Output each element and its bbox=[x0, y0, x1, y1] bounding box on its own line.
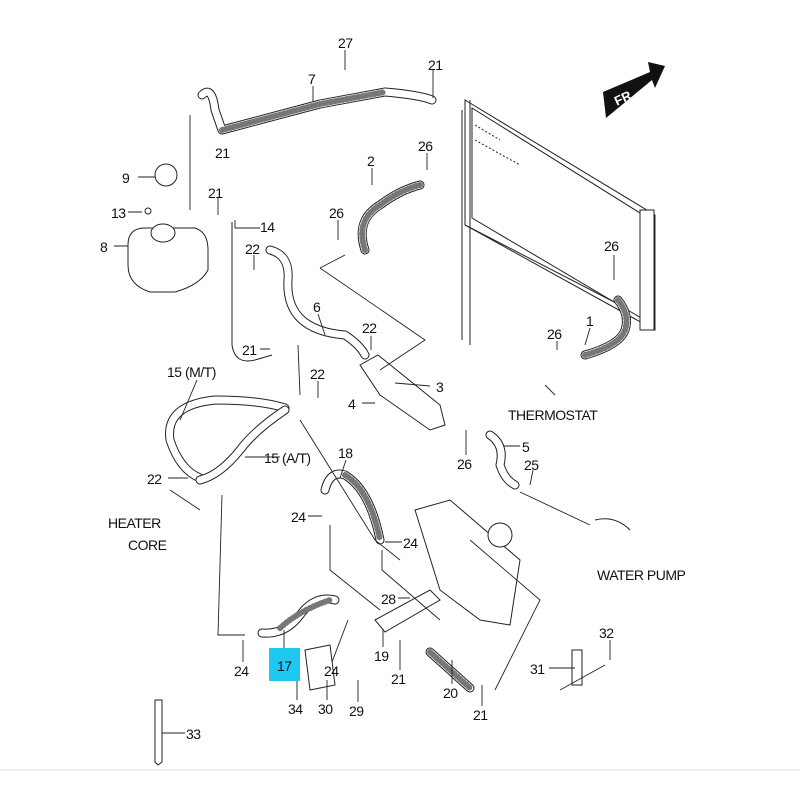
callout-31: 31 bbox=[530, 661, 545, 677]
callout-21: 21 bbox=[215, 145, 230, 161]
highlighted-part-box[interactable] bbox=[269, 648, 300, 681]
callout-15-a-t: 15 (A/T) bbox=[264, 450, 311, 466]
callout-30: 30 bbox=[318, 701, 333, 717]
callout-21: 21 bbox=[242, 342, 257, 358]
callout-26: 26 bbox=[329, 205, 344, 221]
heater-core-label-line2: CORE bbox=[128, 537, 167, 553]
callout-22: 22 bbox=[147, 471, 162, 487]
callout-22: 22 bbox=[245, 241, 260, 257]
callout-4: 4 bbox=[348, 396, 356, 412]
callout-17[interactable]: 17 bbox=[277, 658, 293, 674]
coolant-reservoir bbox=[127, 163, 209, 293]
thermostat-label: THERMOSTAT bbox=[508, 407, 598, 423]
callout-33: 33 bbox=[186, 726, 201, 742]
hoses bbox=[165, 87, 631, 693]
callout-21: 21 bbox=[391, 671, 406, 687]
callout-13: 13 bbox=[111, 205, 126, 221]
callout-19: 19 bbox=[374, 648, 389, 664]
radiator bbox=[461, 99, 656, 345]
callout-14: 14 bbox=[260, 219, 275, 235]
callout-15-m-t: 15 (M/T) bbox=[167, 364, 216, 380]
component-labels: THERMOSTAT HEATER CORE WATER PUMP bbox=[108, 407, 686, 583]
callout-29: 29 bbox=[349, 703, 364, 719]
callout-27: 27 bbox=[338, 35, 353, 51]
callout-24: 24 bbox=[324, 663, 339, 679]
callout-6: 6 bbox=[313, 299, 321, 315]
callout-21: 21 bbox=[208, 185, 223, 201]
callout-28: 28 bbox=[381, 591, 396, 607]
callout-5: 5 bbox=[522, 439, 530, 455]
leader-lines bbox=[114, 50, 615, 734]
callout-22: 22 bbox=[310, 366, 325, 382]
callout-34: 34 bbox=[288, 701, 303, 717]
thermostat-housing bbox=[154, 354, 631, 766]
front-direction-badge: FR bbox=[603, 62, 665, 118]
callout-24: 24 bbox=[403, 535, 418, 551]
callout-21: 21 bbox=[473, 707, 488, 723]
callout-3: 3 bbox=[436, 379, 444, 395]
callout-26: 26 bbox=[457, 456, 472, 472]
callout-9: 9 bbox=[122, 170, 130, 186]
callout-25: 25 bbox=[524, 457, 539, 473]
water-pump-label: WATER PUMP bbox=[597, 567, 685, 583]
callout-22: 22 bbox=[362, 320, 377, 336]
callout-21: 21 bbox=[428, 57, 443, 73]
callout-24: 24 bbox=[234, 663, 249, 679]
callout-26: 26 bbox=[604, 238, 619, 254]
heater-core-label-line1: HEATER bbox=[108, 515, 161, 531]
callout-2: 2 bbox=[367, 153, 375, 169]
fr-badge-text: FR bbox=[612, 87, 635, 108]
callout-20: 20 bbox=[443, 685, 458, 701]
callout-26: 26 bbox=[418, 138, 433, 154]
callout-7: 7 bbox=[308, 71, 316, 87]
callout-labels: 27 7 21 21 9 2 26 21 13 14 8 26 22 26 6 22 1 26 21 15 (M/T)… bbox=[100, 35, 620, 742]
callout-18: 18 bbox=[338, 445, 353, 461]
callout-32: 32 bbox=[599, 625, 614, 641]
callout-1: 1 bbox=[586, 313, 594, 329]
callout-8: 8 bbox=[100, 239, 108, 255]
callout-26: 26 bbox=[547, 326, 562, 342]
callout-24: 24 bbox=[291, 509, 306, 525]
